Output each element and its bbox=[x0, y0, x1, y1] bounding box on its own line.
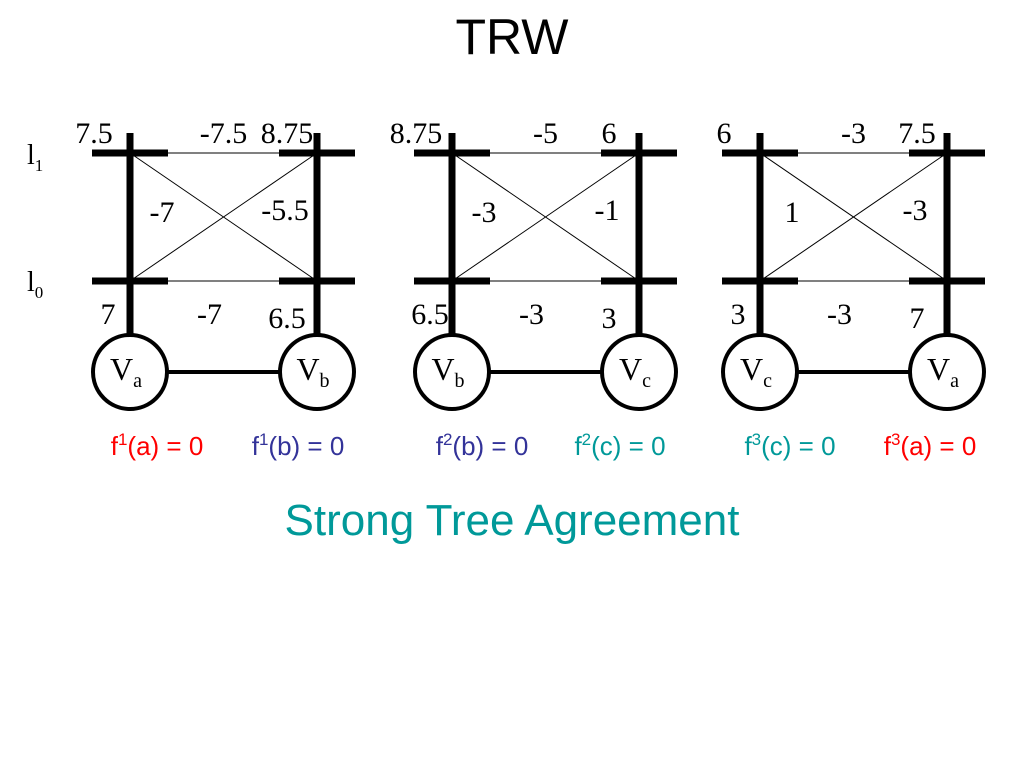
panel-2-f-right-label: f2(c) = 0 bbox=[574, 430, 665, 461]
panel-1-f-left-label: f1(a) = 0 bbox=[111, 430, 204, 461]
panel-1-node-left-label: Va bbox=[110, 351, 142, 392]
panel-1-unary-left-l0: 7 bbox=[101, 298, 116, 331]
panel-3-f-right-label: f3(a) = 0 bbox=[884, 430, 977, 461]
slide-title: TRW bbox=[455, 9, 569, 65]
panel-3-unary-right-l0: 7 bbox=[910, 302, 925, 335]
panel-3-unary-left-l1: 6 bbox=[717, 117, 732, 150]
panel-1-node-left bbox=[91, 333, 169, 411]
panel-3-node-left-label: Vc bbox=[740, 351, 772, 392]
panel-3-edge-diagonal-up bbox=[759, 152, 948, 282]
panel-2-node-left bbox=[413, 333, 491, 411]
panel-1-unary-right-l0: 6.5 bbox=[268, 302, 306, 335]
panel-1-unary-right-l1: 8.75 bbox=[261, 117, 314, 150]
panel-1-node-right-label: Vb bbox=[296, 351, 329, 392]
panel-1-node-right bbox=[278, 333, 356, 411]
panel-3-pairwise-l1-l0: 1 bbox=[785, 196, 800, 229]
panel-3-node-right bbox=[908, 333, 986, 411]
panel-1-pairwise-l1-l1: -7.5 bbox=[200, 117, 248, 150]
panel-1-pairwise-l0-l0: -7 bbox=[197, 298, 222, 331]
row-label-l1: l1 bbox=[27, 140, 43, 175]
panel-1-pairwise-l0-l1: -5.5 bbox=[261, 194, 309, 227]
panel-2-node-right bbox=[600, 333, 678, 411]
panel-1-unary-left-l1: 7.5 bbox=[75, 117, 113, 150]
panel-3-pairwise-l0-l1: -3 bbox=[903, 194, 928, 227]
panel-2-pairwise-l1-l0: -3 bbox=[472, 196, 497, 229]
panel-2-unary-left-l0: 6.5 bbox=[411, 298, 449, 331]
panel-3-unary-right-l1: 7.5 bbox=[898, 117, 936, 150]
panel-2-node-right-label: Vc bbox=[619, 351, 651, 392]
panel-2-unary-left-l1: 8.75 bbox=[390, 117, 443, 150]
panel-2-unary-right-l1: 6 bbox=[602, 117, 617, 150]
panel-3-pairwise-l1-l1: -3 bbox=[841, 117, 866, 150]
row-label-l0: l0 bbox=[27, 267, 43, 302]
panel-3-unary-left-l0: 3 bbox=[731, 298, 746, 331]
panel-2-pairwise-l0-l0: -3 bbox=[519, 298, 544, 331]
panel-2-pairwise-l0-l1: -1 bbox=[595, 194, 620, 227]
panel-2-f-left-label: f2(b) = 0 bbox=[436, 430, 529, 461]
panel-3-node-right-label: Va bbox=[927, 351, 959, 392]
slide-subtitle: Strong Tree Agreement bbox=[284, 496, 740, 545]
panel-2-node-left-label: Vb bbox=[431, 351, 464, 392]
panel-1-pairwise-l1-l0: -7 bbox=[150, 196, 175, 229]
panel-1-f-right-label: f1(b) = 0 bbox=[252, 430, 345, 461]
panel-3-f-left-label: f3(c) = 0 bbox=[744, 430, 835, 461]
panel-3-node-left bbox=[721, 333, 799, 411]
panel-1-edge-diagonal-up bbox=[129, 152, 318, 282]
panel-2-pairwise-l1-l1: -5 bbox=[533, 117, 558, 150]
panel-3-pairwise-l0-l0: -3 bbox=[827, 298, 852, 331]
panel-2-unary-right-l0: 3 bbox=[602, 302, 617, 335]
panel-2-edge-diagonal-up bbox=[451, 152, 640, 282]
